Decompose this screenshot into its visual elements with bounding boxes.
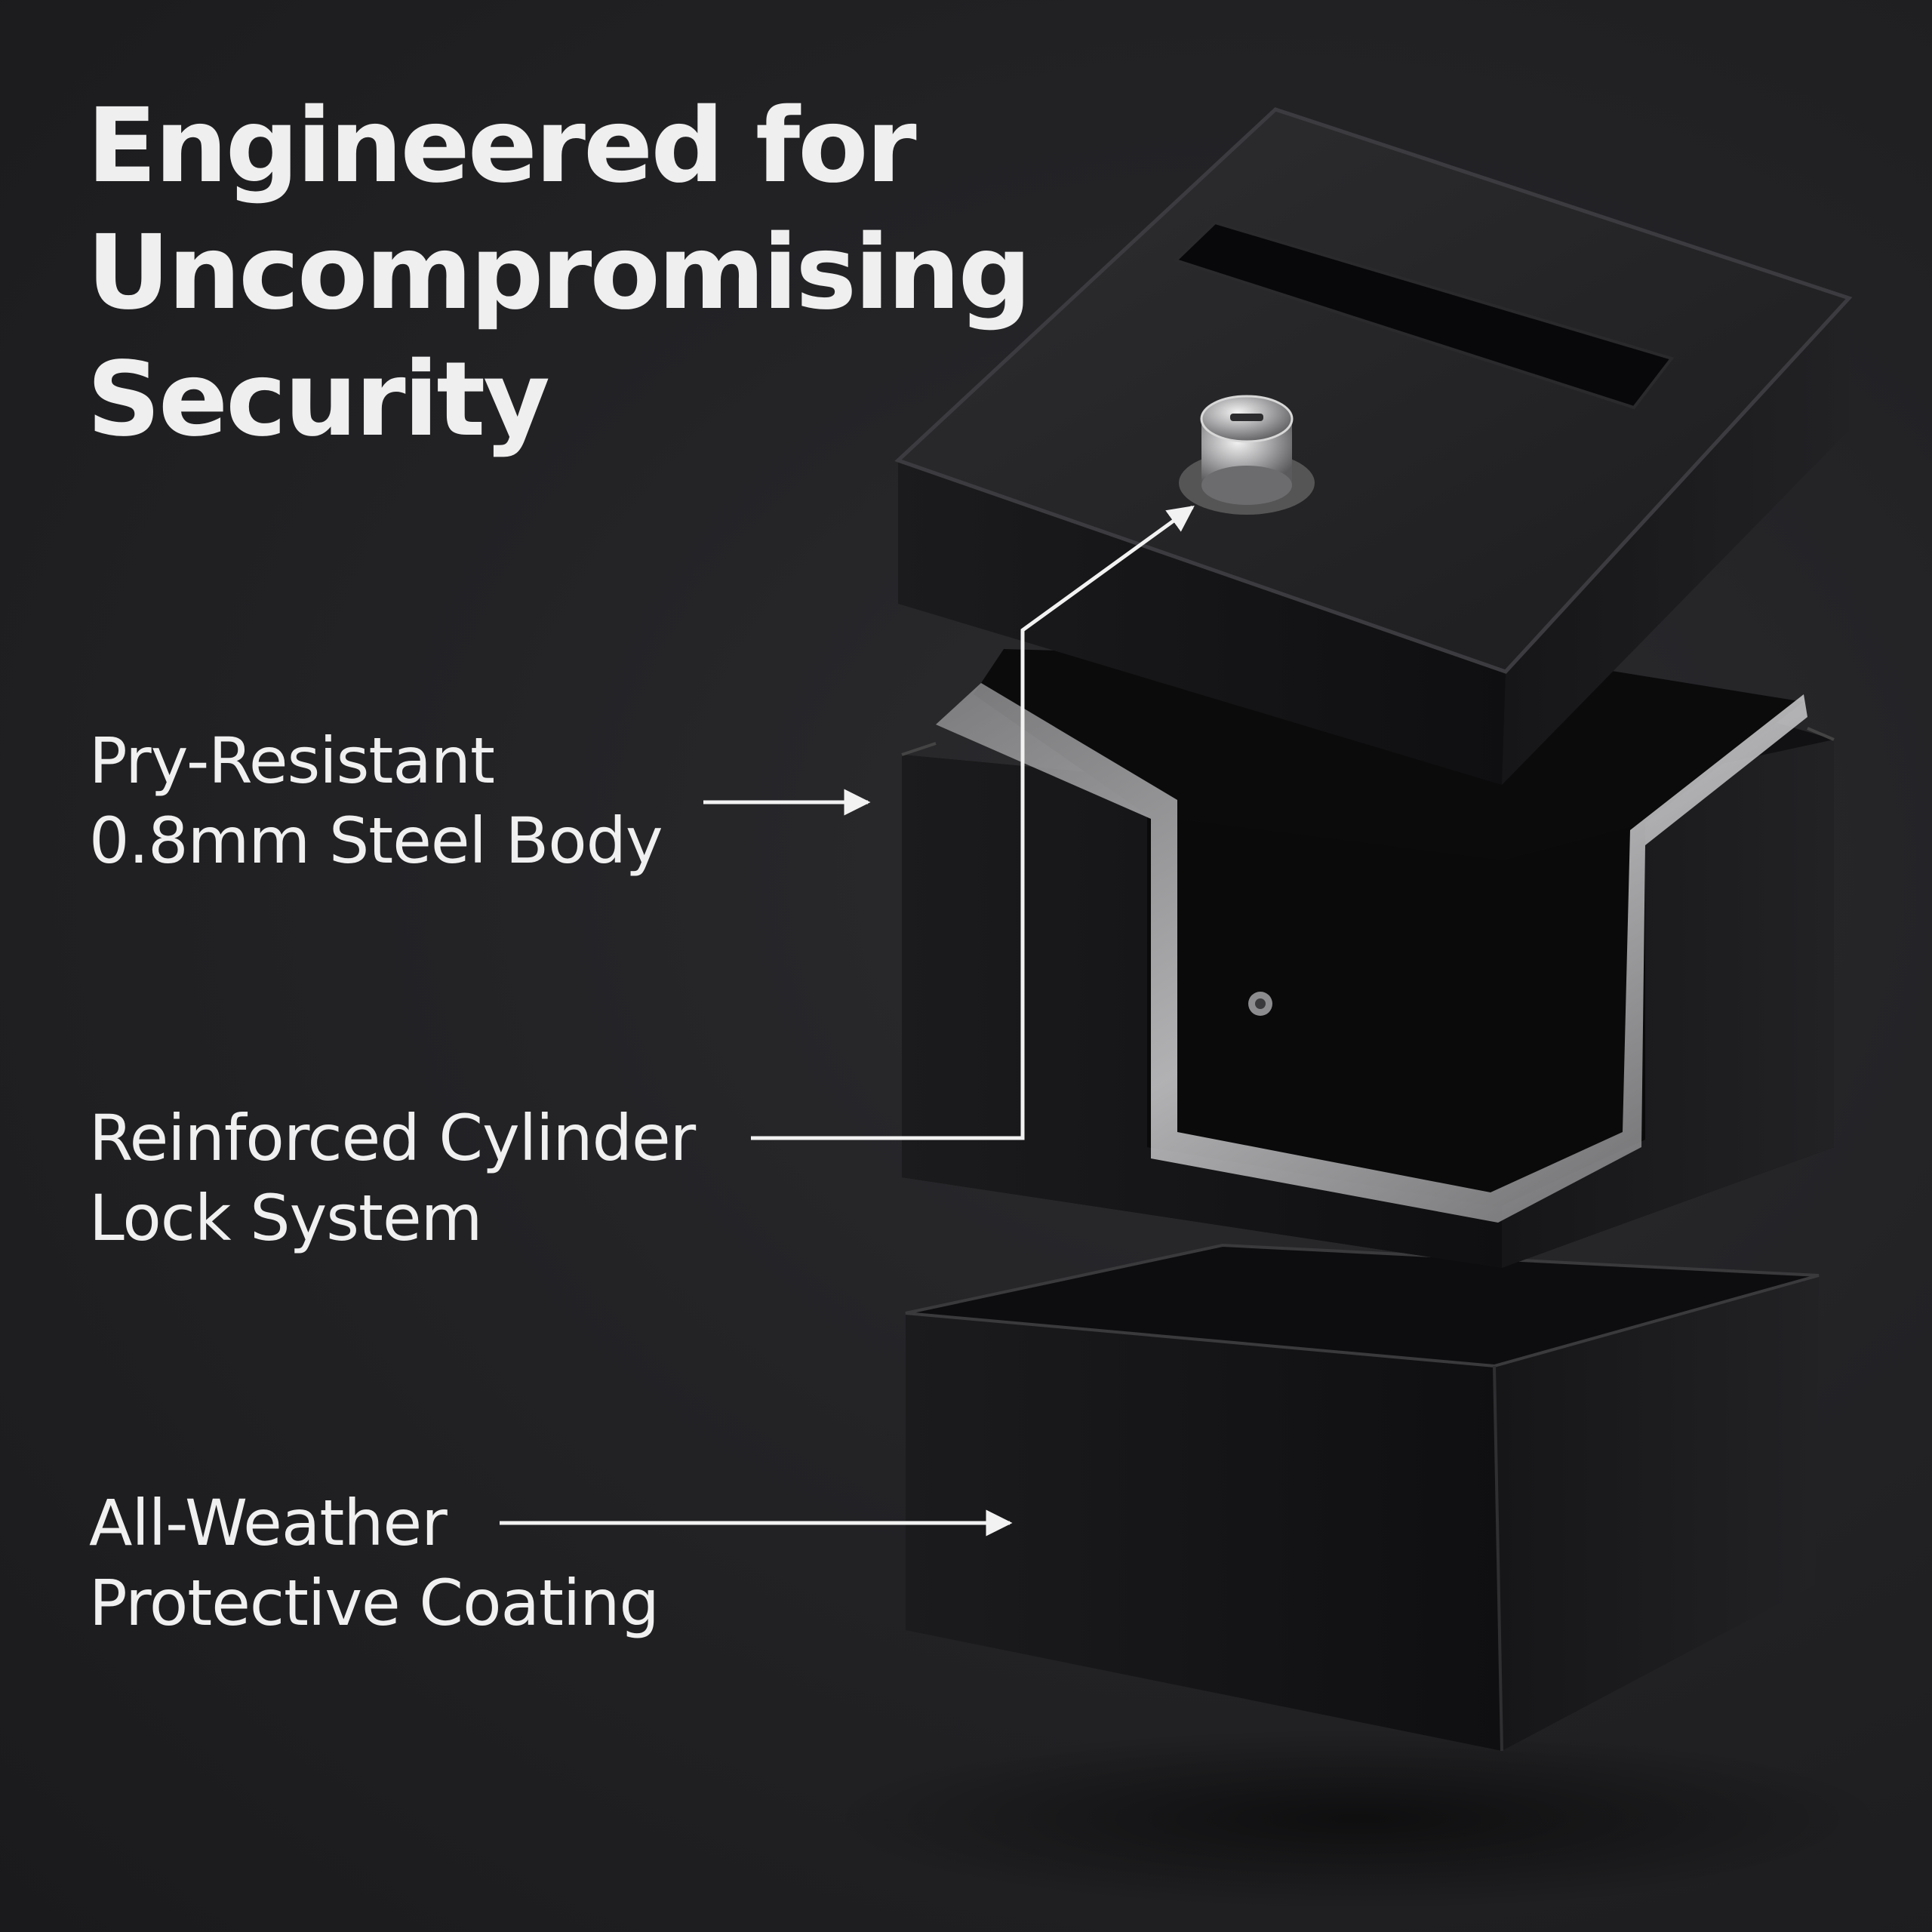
box-body xyxy=(901,649,1835,1268)
headline-line-1: Engineered for xyxy=(87,87,917,206)
feature-coating: All-Weather Protective Coating xyxy=(89,1483,660,1643)
feature-label-line-2: 0.8mm Steel Body xyxy=(89,804,663,878)
feature-label-line-1: All-Weather xyxy=(89,1486,448,1560)
feature-steel-body: Pry-Resistant 0.8mm Steel Body xyxy=(89,721,663,881)
headline-line-2: Uncompromising xyxy=(87,214,1032,333)
feature-cylinder-lock: Reinforced Cylinder Lock System xyxy=(89,1098,696,1258)
callout-arrows xyxy=(500,505,1195,1537)
headline: Engineered for Uncompromising Security xyxy=(87,83,1032,463)
floor-shadow xyxy=(830,1728,1887,1909)
feature-label-line-1: Reinforced Cylinder xyxy=(89,1101,696,1175)
feature-label-line-2: Protective Coating xyxy=(89,1566,660,1640)
box-base xyxy=(905,1243,1820,1752)
feature-label-line-2: Lock System xyxy=(89,1181,482,1255)
cylinder-lock-icon xyxy=(1179,395,1315,515)
feature-label-line-1: Pry-Resistant xyxy=(89,724,495,798)
box-lid xyxy=(894,107,1853,785)
coin-slot xyxy=(1173,220,1675,410)
arrow-up-right-icon xyxy=(751,505,1195,1140)
headline-line-3: Security xyxy=(87,340,550,460)
